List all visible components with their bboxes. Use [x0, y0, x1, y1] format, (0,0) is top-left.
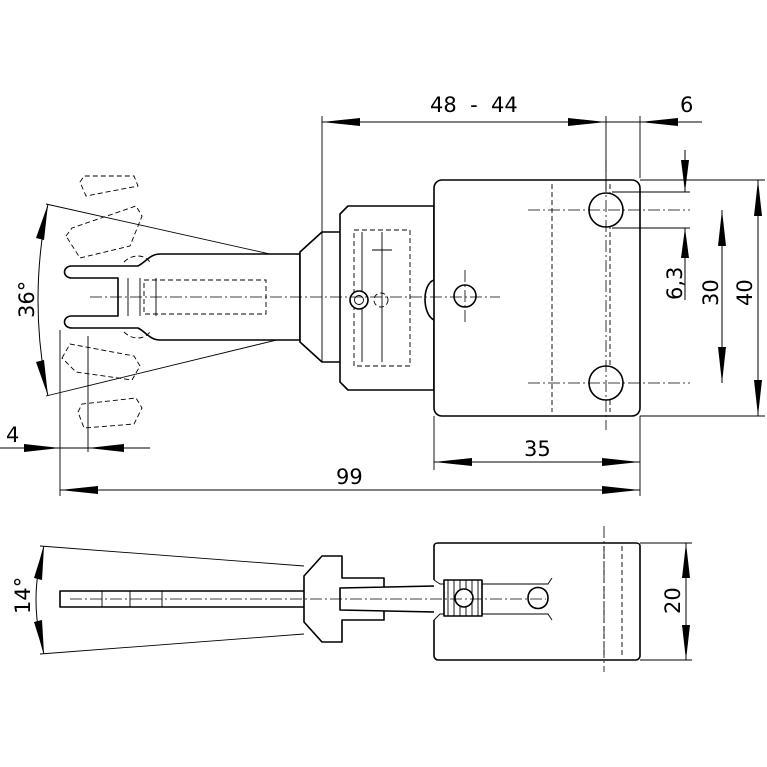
dim-body-thickness-label: 20 — [661, 587, 685, 614]
roller-side — [527, 586, 549, 610]
side-view: 20 14° — [11, 526, 692, 672]
dim-fork-offset: 4 — [0, 423, 150, 452]
center-lines — [90, 160, 690, 430]
housing — [339, 205, 435, 391]
main-body-side — [433, 542, 641, 661]
dim-side-angle-label: 14° — [11, 577, 35, 614]
top-view: 48 - 44 6 6,3 30 40 — [0, 93, 765, 496]
dim-body-thickness: 20 — [661, 543, 690, 660]
dim-body-width-label: 35 — [524, 437, 551, 461]
dim-body-width: 35 — [434, 437, 640, 466]
dim-adjust-range: 48 - 44 — [322, 93, 606, 126]
side-angle-line-lower — [39, 633, 305, 655]
dim-body-height: 40 — [733, 180, 762, 416]
dim-overall-length-label: 99 — [336, 465, 363, 489]
dim-body-height-label: 40 — [733, 279, 757, 306]
dim-hole-dia-label: 6,3 — [663, 267, 687, 300]
spring — [443, 579, 483, 617]
swing-ghost-outlines — [61, 175, 143, 429]
pivot-pin — [349, 290, 369, 310]
dim-fork-offset-label: 4 — [6, 423, 19, 447]
side-angle-line-upper — [39, 545, 305, 567]
dim-side-angle: 14° — [11, 545, 45, 655]
dim-swing-angle-label: 36° — [15, 281, 39, 318]
main-body — [424, 179, 641, 417]
dim-hole-spacing-label: 30 — [699, 279, 723, 306]
dim-overall-length: 99 — [60, 465, 640, 494]
dim-hole-dia: 6,3 — [663, 150, 689, 300]
dim-hole-spacing: 30 — [699, 210, 726, 383]
dim-swing-angle: 36° — [15, 203, 49, 397]
extension-lines — [59, 116, 765, 496]
fork — [63, 253, 301, 341]
dim-offset: 6 — [606, 93, 702, 126]
dim-offset-label: 6 — [680, 93, 693, 117]
dim-adjust-range-label: 48 - 44 — [430, 93, 518, 117]
